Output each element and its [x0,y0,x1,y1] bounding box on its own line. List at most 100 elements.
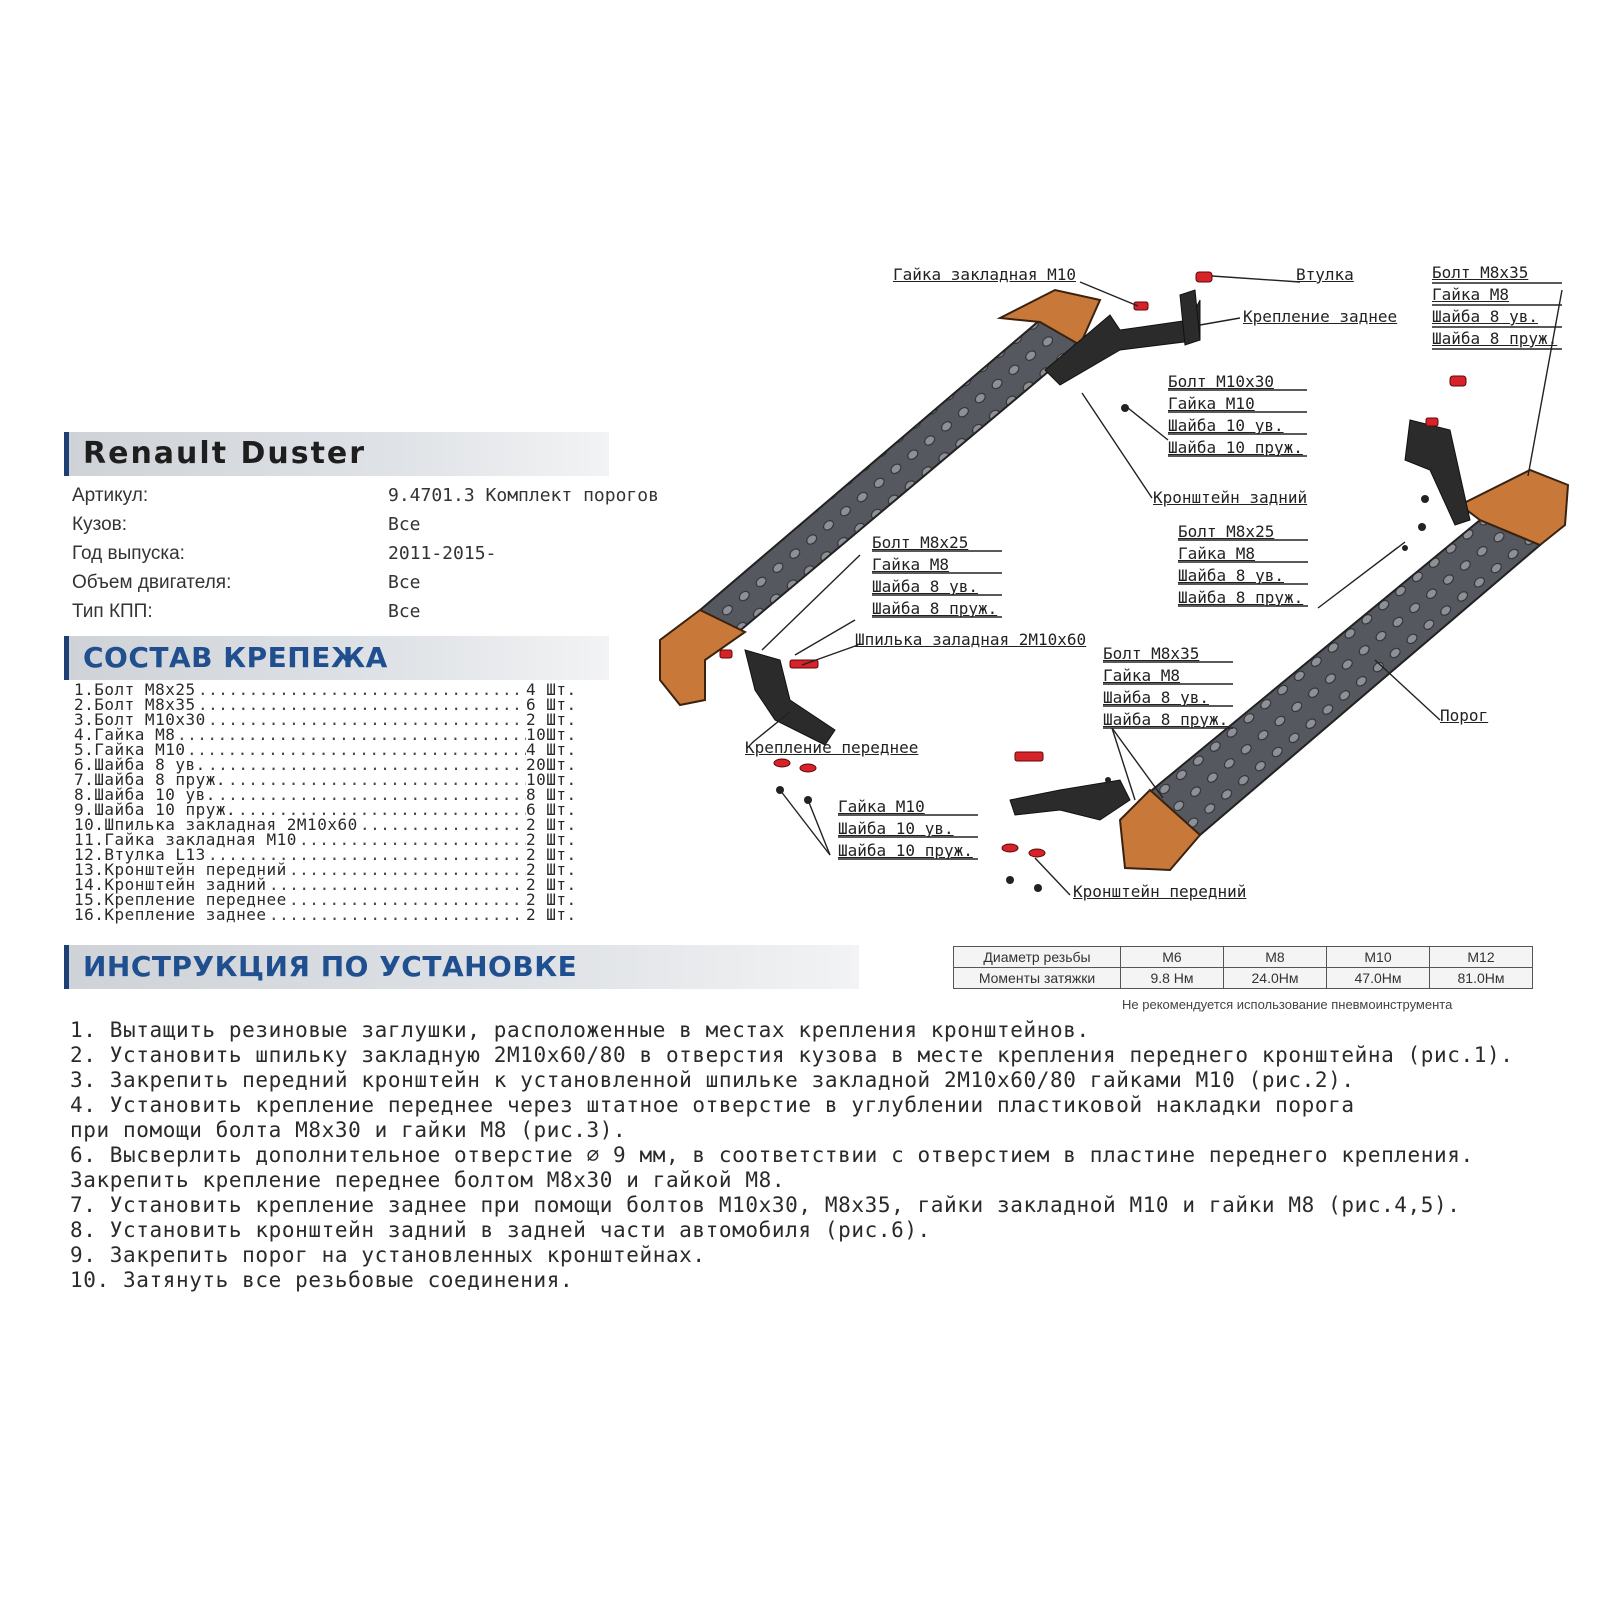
leader-dots: ........................................… [208,847,526,862]
fastener-qty: 2 Шт. [526,830,577,849]
fastener-qty: 2 Шт. [526,890,577,909]
fastener-name: 7.Шайба 8 пруж. [74,770,226,789]
fastener-qty: 2 Шт. [526,905,577,924]
instruction-step: 1. Вытащить резиновые заглушки, располож… [70,1018,1090,1042]
instruction-step: 8. Установить кронштейн задний в задней … [70,1218,931,1242]
torque-value: 9.8 Нм [1120,967,1224,989]
fastener-name: 14.Кронштейн задний [74,875,267,894]
torque-value: 81.0Нм [1429,967,1533,989]
instructions-title: ИНСТРУКЦИЯ ПО УСТАНОВКЕ [83,950,578,983]
fastener-qty: 20Шт. [526,755,577,774]
instruction-step: 6. Высверлить дополнительное отверстие ∅… [70,1143,1474,1167]
label-front-bracket: Кронштейн передний [1073,882,1247,901]
fastener-qty: 2 Шт. [526,710,577,729]
fastener-name: 13.Кронштейн передний [74,860,287,879]
label-washer-8-spring: Шайба 8 пруж. [1103,710,1229,729]
hardware-parts [719,271,1467,858]
fastener-name: 8.Шайба 10 ув. [74,785,216,804]
instruction-step: 3. Закрепить передний кронштейн к устано… [70,1068,1355,1092]
torque-row-label: Диаметр резьбы [953,946,1121,968]
spec-label: Артикул: [72,485,149,506]
instruction-step: Закрепить крепление переднее болтом М8х3… [70,1168,786,1192]
fastener-row: ........................................… [74,710,594,729]
fastener-row: ........................................… [74,815,594,834]
spec-label: Тип КПП: [72,601,153,622]
spec-value: 2011-2015- [388,543,497,564]
fastener-name: 16.Крепление заднее [74,905,267,924]
assembly-diagram [659,271,1570,896]
fastener-qty: 10Шт. [526,725,577,744]
torque-size: М8 [1223,946,1327,968]
label-bolt-m8x35: Болт М8х35 [1432,263,1529,282]
fasteners-header: СОСТАВ КРЕПЕЖА [64,636,609,680]
label-stud: Шпилька заладная 2М10х60 [855,630,1087,649]
instruction-step: при помощи болта М8х30 и гайки М8 (рис.3… [70,1118,627,1142]
label-washer-10-uv: Шайба 10 ув. [838,819,954,838]
label-nut-m8: Гайка М8 [872,555,950,574]
spec-value: Все [388,572,421,593]
label-bolt-m8x35: Болт М8х35 [1103,644,1200,663]
label-bolt-m8x25: Болт М8х25 [872,533,969,552]
fastener-row: ........................................… [74,905,594,924]
label-nut-m10: Гайка М10 [838,797,925,816]
model-title: Renault Duster [83,436,367,471]
leader-dots: ........................................… [289,892,526,907]
torque-size: М10 [1326,946,1430,968]
spec-label: Год выпуска: [72,543,185,564]
fastener-row: ........................................… [74,740,594,759]
instruction-step: 4. Установить крепление переднее через ш… [70,1093,1355,1117]
spec-value: 9.4701.3 Комплект порогов [388,485,659,506]
fastener-row: ........................................… [74,875,594,894]
label-rear-bracket: Кронштейн задний [1153,488,1308,507]
label-washer-8-spring: Шайба 8 пруж. [1178,588,1304,607]
leader-dots: ........................................… [299,832,526,847]
label-front-mount: Крепление переднее [745,738,919,757]
label-nut-m8: Гайка М8 [1432,285,1510,304]
fastener-qty: 2 Шт. [526,815,577,834]
torque-size: М6 [1120,946,1224,968]
parts-list: ........................................… [74,680,594,924]
label-washer-8-spring: Шайба 8 пруж. [1432,329,1558,348]
torque-size: М12 [1429,946,1533,968]
label-nut-embedded-m10: Гайка закладная М10 [893,265,1077,284]
torque-row-values: Моменты затяжки 9.8 Нм 24.0Нм 47.0Нм 81.… [953,967,1533,989]
fastener-row: ........................................… [74,785,594,804]
label-washer-8-uv: Шайба 8 ув. [1178,566,1284,585]
fastener-row: ........................................… [74,695,594,714]
leader-dots: ........................................… [208,712,526,727]
model-header: Renault Duster [64,432,609,476]
fastener-name: 5.Гайка М10 [74,740,186,759]
leader-lines [752,275,1563,896]
fastener-name: 2.Болт М8х35 [74,695,196,714]
fastener-qty: 2 Шт. [526,845,577,864]
fastener-row: ........................................… [74,845,594,864]
leader-dots: ........................................… [228,772,526,787]
instructions-header: ИНСТРУКЦИЯ ПО УСТАНОВКЕ [64,945,859,989]
instruction-step: 9. Закрепить порог на установленных крон… [70,1243,706,1267]
label-washer-10-uv: Шайба 10 ув. [1168,416,1284,435]
leader-dots: ........................................… [177,727,526,742]
instruction-step: 2. Установить шпильку закладную 2М10х60/… [70,1043,1514,1067]
fastener-name: 1.Болт М8х25 [74,680,196,699]
label-washer-8-uv: Шайба 8 ув. [872,577,978,596]
leader-dots: ........................................… [187,742,526,757]
label-bolt-m8x25: Болт М8х25 [1178,522,1275,541]
torque-value: 24.0Нм [1223,967,1327,989]
fastener-name: 4.Гайка М8 [74,725,176,744]
fastener-qty: 6 Шт. [526,695,577,714]
leader-dots: ........................................… [208,757,526,772]
torque-row-sizes: Диаметр резьбы М6 М8 М10 М12 [953,946,1533,968]
label-washer-10-spring: Шайба 10 пруж. [1168,438,1303,457]
fastener-row: ........................................… [74,680,594,699]
fastener-qty: 4 Шт. [526,680,577,699]
instruction-step: 7. Установить крепление заднее при помощ… [70,1193,1461,1217]
fastener-qty: 2 Шт. [526,875,577,894]
instruction-step: 10. Затянуть все резьбовые соединения. [70,1268,574,1292]
leader-dots: ........................................… [360,817,526,832]
label-nut-m8: Гайка М8 [1103,666,1181,685]
spec-value: Все [388,514,421,535]
fastener-qty: 2 Шт. [526,860,577,879]
fastener-row: ........................................… [74,725,594,744]
torque-table: Диаметр резьбы М6 М8 М10 М12 Моменты зат… [953,946,1533,989]
leader-dots: ........................................… [218,787,526,802]
